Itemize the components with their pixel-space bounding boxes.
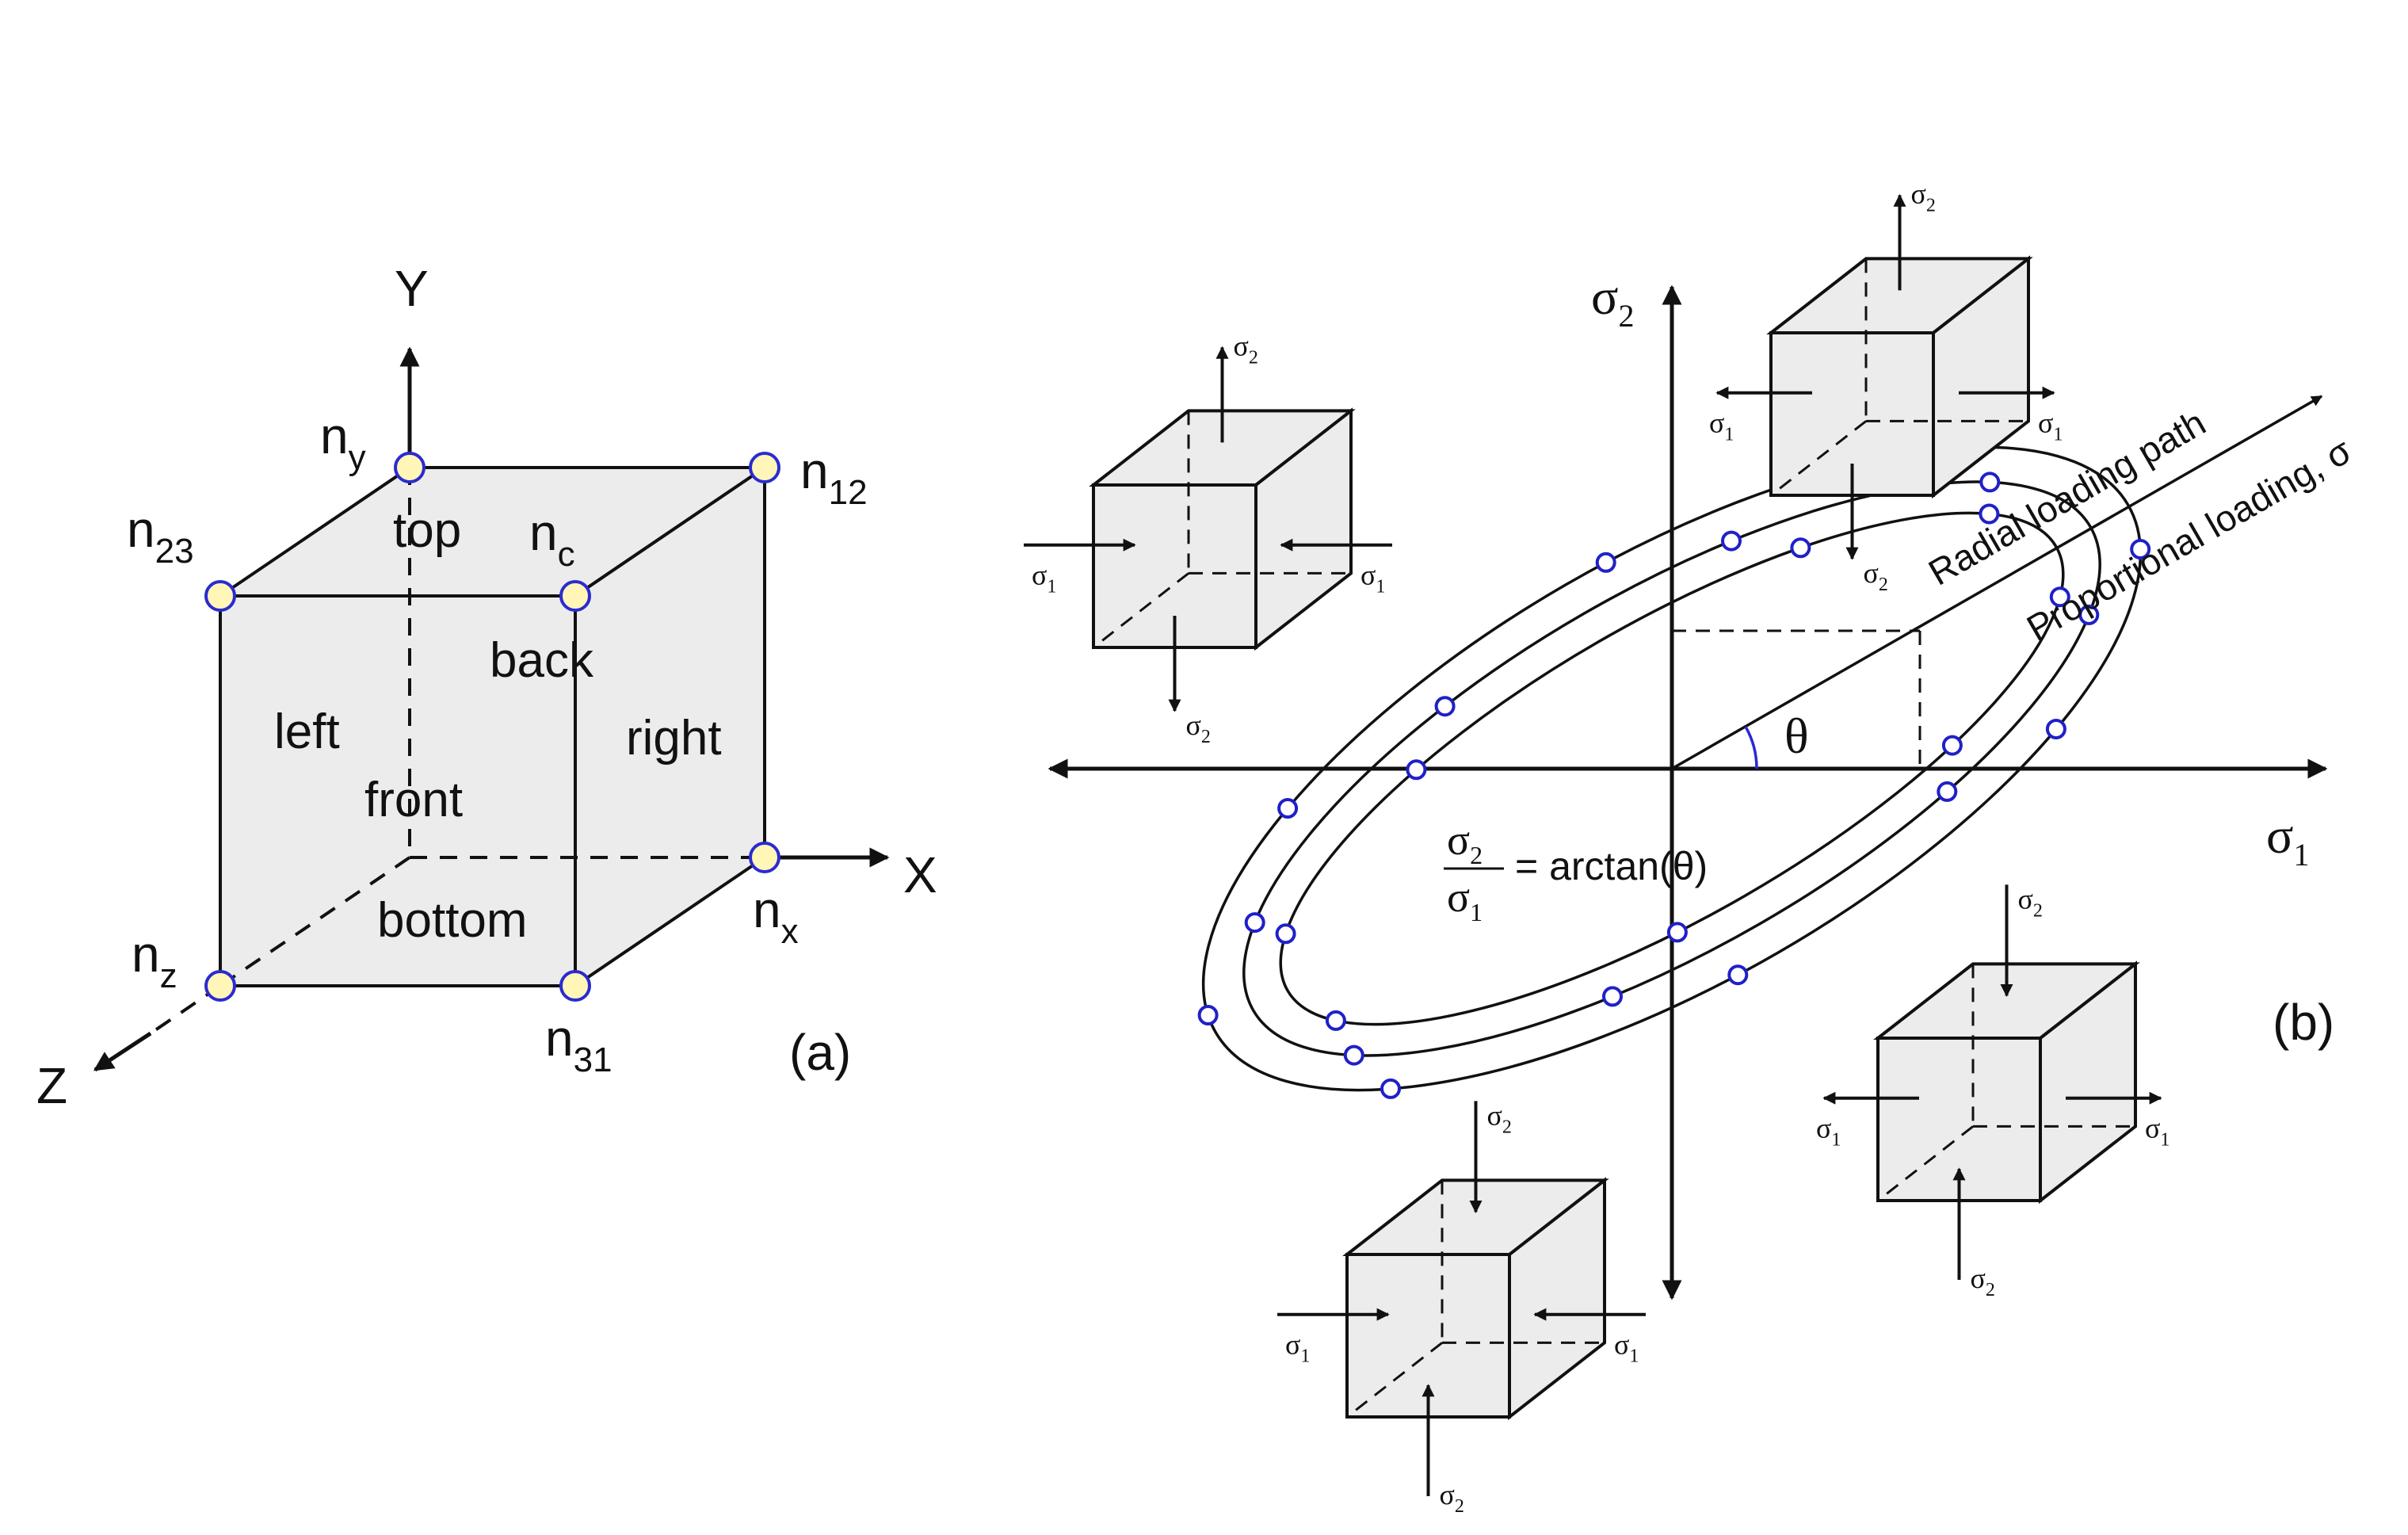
sigma-1-label: σ1 bbox=[2145, 1113, 2169, 1151]
yield-surfaces bbox=[1201, 445, 2143, 1092]
surface-point bbox=[1979, 503, 2000, 525]
x-axis-label: X bbox=[903, 846, 937, 903]
surface-point bbox=[1790, 537, 1811, 559]
node-nx bbox=[749, 842, 780, 873]
caption-b: (b) bbox=[2273, 994, 2334, 1051]
hidden-edge-z bbox=[219, 856, 411, 987]
sigma-2-label: σ2 bbox=[1864, 557, 1888, 595]
node-label-nc: nc bbox=[529, 504, 575, 574]
sigma-2-label: σ2 bbox=[1971, 1262, 1995, 1300]
node-n31 bbox=[559, 970, 591, 1002]
face-label-right: right bbox=[626, 711, 722, 766]
sigma-2-label: σ2 bbox=[1440, 1479, 1464, 1517]
yield-surface-2 bbox=[1242, 480, 2101, 1057]
surface-point bbox=[1727, 964, 1749, 986]
node-n12 bbox=[749, 452, 780, 483]
surface-point bbox=[1380, 1078, 1401, 1099]
cube-front-face bbox=[1876, 1037, 2042, 1202]
node-label-n12: n12 bbox=[800, 442, 868, 512]
sigma-1-label: σ1 bbox=[1285, 1329, 1310, 1367]
loading-path-arrow bbox=[1671, 395, 2323, 770]
sigma-2-label: σ2 bbox=[1186, 709, 1211, 747]
caption-a: (a) bbox=[789, 1024, 851, 1081]
theta-label: θ bbox=[1784, 708, 1809, 764]
cube-front-face bbox=[1092, 483, 1257, 649]
cube-compression-x-tension-y: σ1 σ1 σ2 σ2 bbox=[1024, 330, 1392, 747]
surface-point bbox=[1721, 530, 1742, 552]
surface-point bbox=[1937, 781, 1958, 802]
cube-tension-x-compression-y: σ1 σ1 σ2 σ2 bbox=[1816, 883, 2169, 1300]
node-label-n23: n23 bbox=[127, 501, 194, 571]
surface-point bbox=[1343, 1044, 1364, 1066]
cube-hidden-edge bbox=[1877, 1125, 1974, 1202]
node-ny bbox=[394, 452, 426, 483]
panel-b: θ Radial loading path Proportional loadi… bbox=[1024, 178, 2358, 1517]
surface-point bbox=[2045, 719, 2066, 739]
y-axis-label: Y bbox=[395, 260, 429, 317]
node-n23 bbox=[204, 580, 236, 612]
surface-point bbox=[1941, 735, 1963, 756]
cube-hidden-edge bbox=[1770, 420, 1867, 497]
sigma-1-label: σ1 bbox=[1360, 559, 1385, 598]
face-label-top: top bbox=[393, 503, 461, 558]
formula-denominator: σ1 bbox=[1447, 873, 1483, 926]
surface-point bbox=[1595, 552, 1616, 573]
node-label-ny: ny bbox=[320, 407, 366, 477]
face-label-back: back bbox=[490, 633, 594, 688]
face-label-left: left bbox=[274, 704, 340, 759]
sigma1-axis-label: σ1 bbox=[2266, 808, 2310, 873]
cube-hidden-edge bbox=[1093, 572, 1189, 649]
cube-front-face bbox=[1769, 331, 1935, 497]
cube-compression-compression: σ1 σ1 σ2 σ2 bbox=[1277, 1099, 1646, 1517]
surface-point bbox=[1602, 986, 1623, 1007]
surface-point bbox=[1979, 472, 2001, 493]
sigma-2-label: σ2 bbox=[1234, 330, 1258, 368]
yield-surface-3 bbox=[1201, 445, 2143, 1092]
surface-point bbox=[1244, 912, 1265, 934]
z-axis-arrow bbox=[93, 1031, 152, 1072]
surface-point bbox=[2078, 604, 2100, 625]
sigma-1-label: σ1 bbox=[1032, 559, 1056, 598]
surface-point bbox=[2130, 539, 2151, 559]
node-nc bbox=[559, 580, 591, 612]
node-label-n31: n31 bbox=[545, 1010, 612, 1079]
sigma2-axis-label: σ2 bbox=[1591, 269, 1635, 334]
surface-point bbox=[1275, 923, 1296, 945]
sigma-1-label: σ1 bbox=[2038, 407, 2063, 445]
cube-front-face bbox=[1345, 1253, 1511, 1419]
cube-tension-tension: σ1 σ1 σ2 σ2 bbox=[1709, 178, 2063, 595]
cube-hidden-edge bbox=[1346, 1342, 1443, 1419]
formula-rhs: = arctan(θ) bbox=[1515, 844, 1708, 888]
surface-point bbox=[1434, 696, 1456, 717]
surface-point bbox=[1406, 759, 1427, 781]
surface-point bbox=[2049, 586, 2070, 608]
surface-point bbox=[1197, 1005, 1219, 1025]
face-label-front: front bbox=[364, 773, 463, 827]
sigma-2-label: σ2 bbox=[2018, 883, 2043, 921]
formula-numerator: σ2 bbox=[1447, 816, 1483, 869]
sigma-1-label: σ1 bbox=[1816, 1113, 1841, 1151]
sigma-1-label: σ1 bbox=[1709, 407, 1734, 445]
yield-surface-1 bbox=[1279, 511, 2065, 1026]
sigma-2-label: σ2 bbox=[1911, 178, 1936, 216]
sigma-2-label: σ2 bbox=[1487, 1099, 1512, 1137]
node-label-nz: nz bbox=[132, 926, 177, 995]
face-label-bottom: bottom bbox=[377, 893, 528, 948]
node-label-nx: nx bbox=[753, 881, 799, 951]
surface-point bbox=[1666, 922, 1688, 943]
surface-point bbox=[1325, 1010, 1346, 1031]
theta-arc bbox=[1744, 726, 1758, 769]
ratio-formula: σ2 σ1 = arctan(θ) bbox=[1444, 816, 1708, 926]
node-nz bbox=[204, 970, 236, 1002]
panel-a: Y X Z top back left right front bottom n… bbox=[36, 260, 937, 1114]
surface-point bbox=[1277, 798, 1299, 819]
z-axis-label: Z bbox=[36, 1057, 67, 1114]
sigma-1-label: σ1 bbox=[1614, 1329, 1639, 1367]
